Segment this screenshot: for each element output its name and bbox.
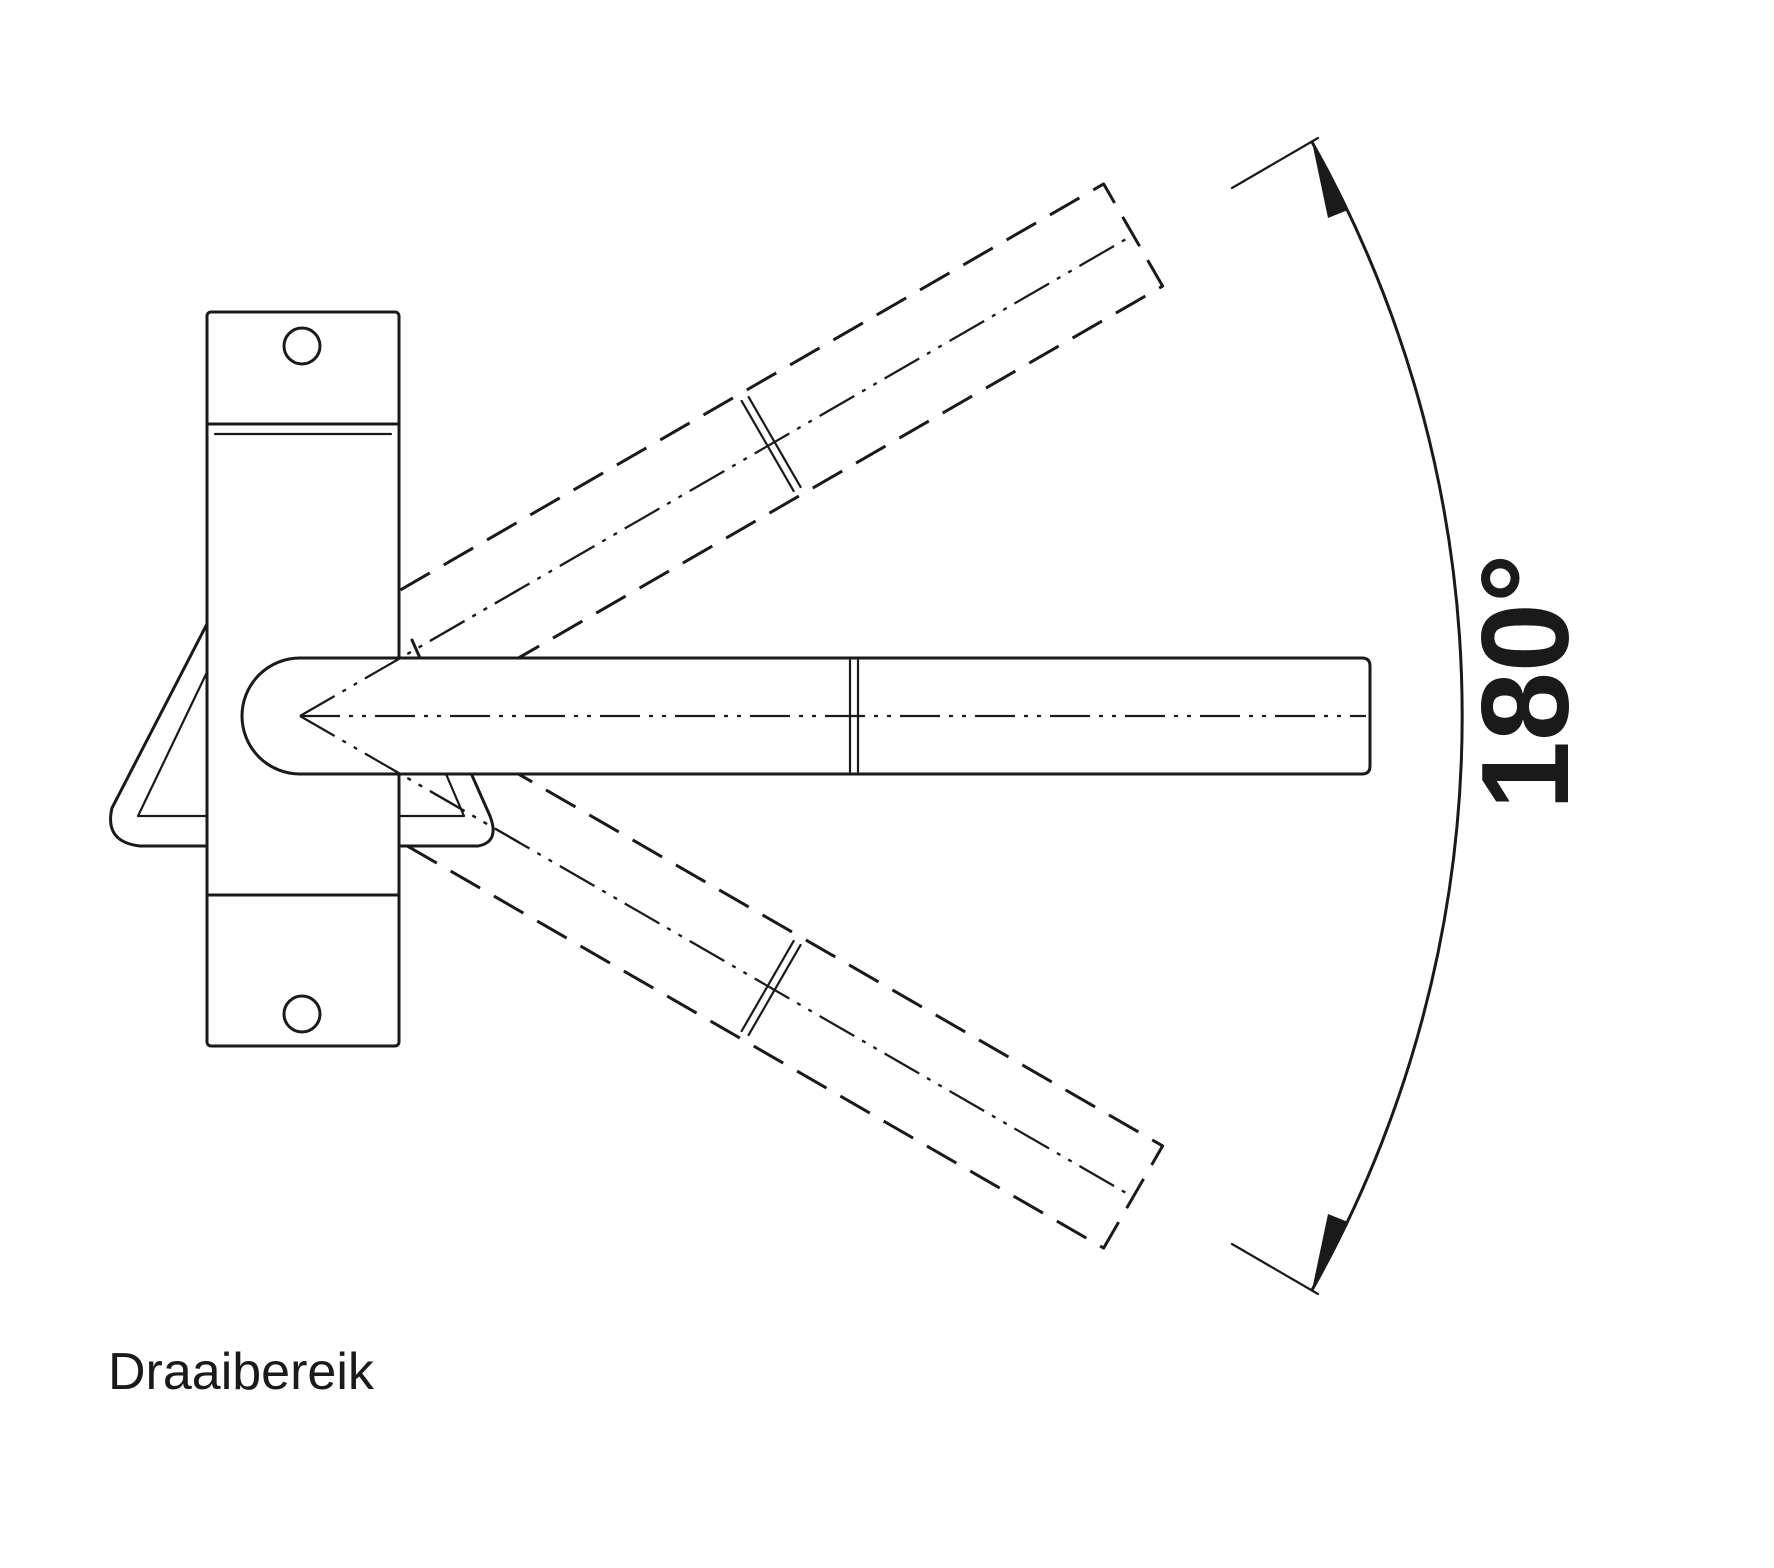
spout-current (240, 656, 1372, 776)
pivot-rays (299, 588, 521, 844)
caption: Draaibereik (108, 1343, 374, 1401)
arc-arrow-bottom (1312, 1214, 1348, 1290)
angle-label: 180° (1457, 554, 1595, 810)
mounting-hole-top (282, 326, 322, 366)
arc-arrow-top (1312, 142, 1348, 218)
mounting-hole-bottom (282, 994, 322, 1034)
rotation-arc (1230, 136, 1464, 1296)
